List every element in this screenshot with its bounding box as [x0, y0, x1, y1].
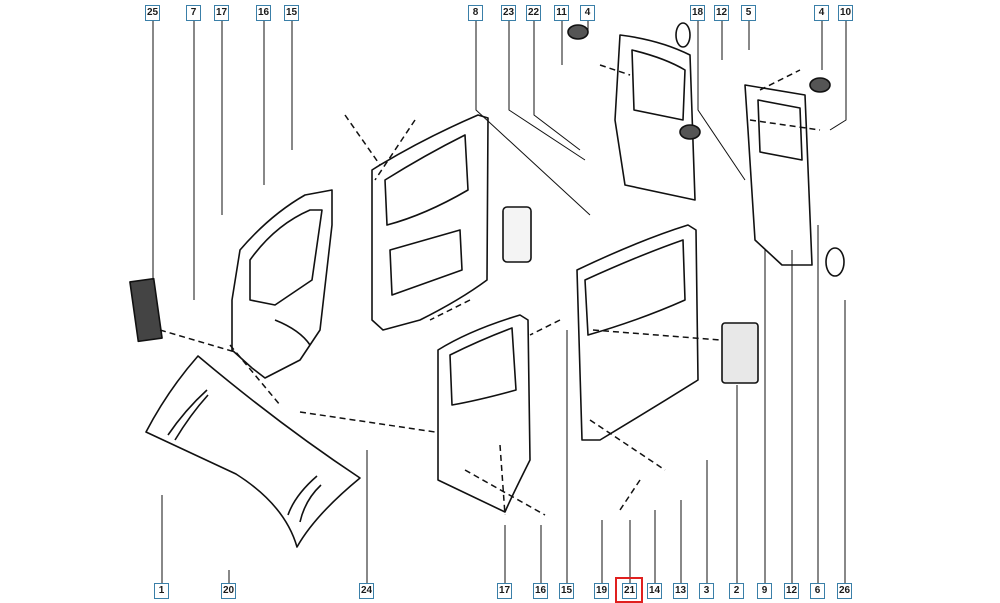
front-door-panel[interactable]	[231, 189, 333, 379]
callout-16[interactable]: 16	[256, 5, 271, 21]
callout-17[interactable]: 17	[214, 5, 229, 21]
assembly-lines	[159, 64, 821, 516]
callout-12[interactable]: 12	[714, 5, 729, 21]
sliding-door-panel[interactable]	[371, 114, 489, 331]
callout-23[interactable]: 23	[501, 5, 516, 21]
callout-11[interactable]: 11	[554, 5, 569, 21]
windshield-part[interactable]	[145, 355, 361, 548]
callout-25[interactable]: 25	[145, 5, 160, 21]
callout-5[interactable]: 5	[741, 5, 756, 21]
seal-strips[interactable]	[129, 22, 845, 384]
callout-6[interactable]: 6	[810, 583, 825, 599]
callout-7[interactable]: 7	[186, 5, 201, 21]
callout-14[interactable]: 14	[647, 583, 662, 599]
callout-10[interactable]: 10	[838, 5, 853, 21]
callout-2[interactable]: 2	[729, 583, 744, 599]
callout-22[interactable]: 22	[526, 5, 541, 21]
callout-13[interactable]: 13	[673, 583, 688, 599]
callout-18[interactable]: 18	[690, 5, 705, 21]
callout-3[interactable]: 3	[699, 583, 714, 599]
callout-8[interactable]: 8	[468, 5, 483, 21]
callout-15[interactable]: 15	[284, 5, 299, 21]
rear-door-left-panel[interactable]	[614, 34, 696, 201]
callout-21[interactable]: 21	[622, 583, 637, 599]
callout-12b[interactable]: 12	[784, 583, 799, 599]
callout-20[interactable]: 20	[221, 583, 236, 599]
side-door-panel[interactable]	[576, 224, 699, 441]
callout-4[interactable]: 4	[580, 5, 595, 21]
callout-17b[interactable]: 17	[497, 583, 512, 599]
callout-9[interactable]: 9	[757, 583, 772, 599]
callout-16b[interactable]: 16	[533, 583, 548, 599]
leader-lines	[152, 20, 847, 585]
callout-15b[interactable]: 15	[559, 583, 574, 599]
callout-1[interactable]: 1	[154, 583, 169, 599]
callout-26[interactable]: 26	[837, 583, 852, 599]
front-door-outline[interactable]	[437, 314, 531, 513]
callout-24[interactable]: 24	[359, 583, 374, 599]
rear-door-right-panel[interactable]	[744, 84, 813, 266]
callout-19[interactable]: 19	[594, 583, 609, 599]
callout-4b[interactable]: 4	[814, 5, 829, 21]
